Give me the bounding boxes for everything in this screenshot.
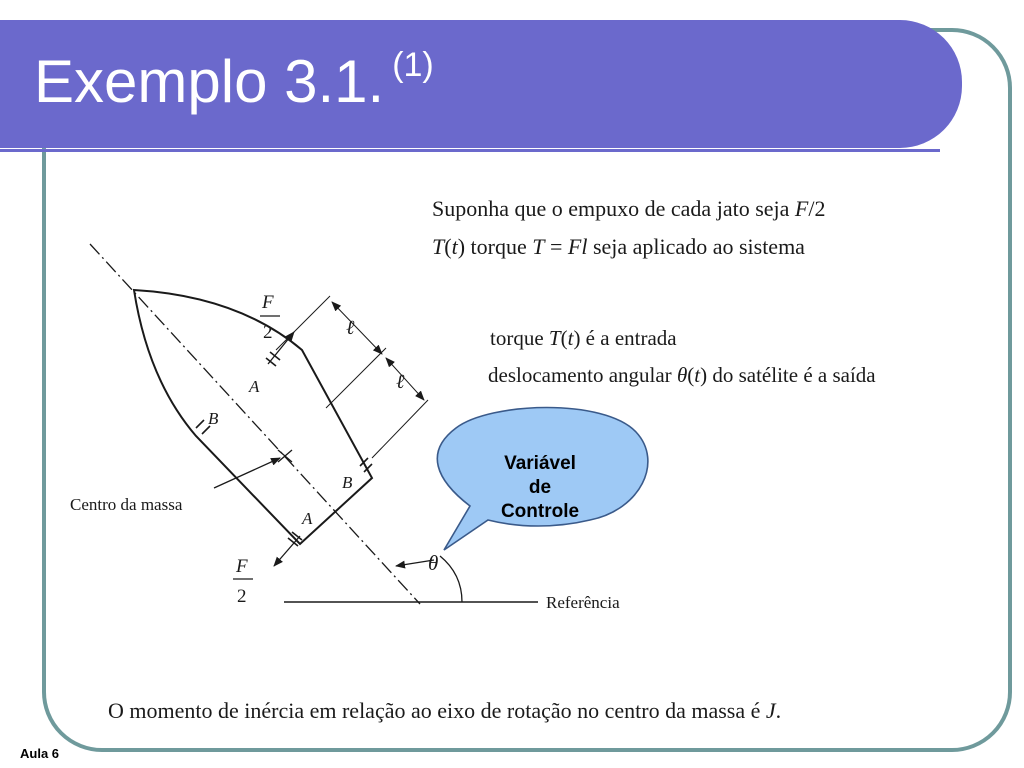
title-bar <box>0 20 962 148</box>
footer-label: Aula 6 <box>20 746 60 761</box>
dimension-l-2 <box>385 357 425 401</box>
thrust-arrow-top <box>267 331 295 365</box>
text-line-4-a: deslocamento angular <box>488 363 677 387</box>
text-line-4-d: t <box>694 363 701 387</box>
callout-bubble <box>436 406 649 551</box>
bottom-text-b: J <box>765 698 776 723</box>
text-line-4-c: ( <box>687 363 695 387</box>
slide-title-text: Exemplo 3.1. <box>34 48 385 115</box>
theta-arrow <box>395 559 435 569</box>
text-line-1-a: Suponha que o empuxo de cada jato seja <box>432 196 795 221</box>
label-2-top: 2 <box>263 322 273 343</box>
thruster-mark-a-top-2 <box>269 351 281 361</box>
text-line-2-f: = <box>544 234 568 259</box>
text-line-4: deslocamento angular θ(t) do satélite é … <box>488 363 876 388</box>
text-line-1-b: F <box>794 196 809 221</box>
label-f-bottom: F <box>235 556 248 577</box>
text-line-2-c: t <box>451 234 458 259</box>
bottom-text: O momento de inércia em relação ao eixo … <box>108 698 781 724</box>
label-2-bottom: 2 <box>237 586 247 607</box>
callout-line-2: de <box>528 477 552 498</box>
slide-title-superscript: (1) <box>392 46 434 84</box>
label-b-right: B <box>342 473 353 492</box>
text-line-4-b: θ <box>676 363 688 387</box>
text-line-3-e: ) é a entrada <box>573 326 677 350</box>
label-f-top: F <box>261 292 274 313</box>
label-centro-da-massa: Centro da massa <box>70 495 183 514</box>
text-line-3-d: t <box>567 326 574 350</box>
label-l-1: ℓ <box>346 317 355 339</box>
callout-line-3: Controle <box>500 501 580 522</box>
text-line-3-b: T <box>548 326 561 350</box>
callout-text: Variável de Controle <box>478 452 602 524</box>
thruster-mark-b-right-2 <box>363 463 373 473</box>
callout-line-1: Variável <box>504 453 576 474</box>
label-a-top: A <box>248 377 260 396</box>
thruster-mark-a-bottom-2 <box>287 537 299 547</box>
text-line-2-e: T <box>532 234 545 259</box>
satellite-body <box>132 288 374 546</box>
thrust-arrow-bottom <box>273 535 301 567</box>
text-line-4-e: ) do satélite é a saída <box>700 363 876 387</box>
center-pointer <box>213 457 281 489</box>
text-line-1: Suponha que o empuxo de cada jato seja F… <box>432 196 825 222</box>
title-underline <box>0 149 940 152</box>
label-referencia: Referência <box>546 593 620 612</box>
dimension-ext-1 <box>275 295 331 351</box>
bottom-text-c: . <box>775 698 782 723</box>
dimension-ext-2 <box>325 347 387 409</box>
text-line-2-a: T <box>432 234 445 259</box>
text-line-3-c: ( <box>560 326 568 350</box>
theta-arc <box>439 555 463 603</box>
text-line-3-a: torque <box>490 326 549 350</box>
text-line-2-b: ( <box>444 234 452 259</box>
text-line-2-h: seja aplicado ao sistema <box>587 234 805 259</box>
thruster-mark-b-left-2 <box>201 425 211 435</box>
label-theta: θ <box>428 551 438 575</box>
text-line-1-c: /2 <box>808 196 826 221</box>
thruster-mark-b-right-1 <box>359 457 369 467</box>
label-b-left: B <box>208 409 219 428</box>
thruster-mark-a-bottom-1 <box>291 531 303 541</box>
slide-title: Exemplo 3.1.(1) <box>34 46 434 116</box>
thruster-mark-a-top-1 <box>265 357 277 367</box>
label-a-bottom: A <box>301 509 313 528</box>
bottom-text-a: O momento de inércia em relação ao eixo … <box>108 698 766 723</box>
text-line-2: T(t) torque T = Fl seja aplicado ao sist… <box>432 234 805 260</box>
text-line-2-g: Fl <box>567 234 588 259</box>
label-l-2: ℓ <box>396 371 405 393</box>
text-line-3: torque T(t) é a entrada <box>490 326 677 351</box>
text-line-2-d: ) torque <box>457 234 533 259</box>
thruster-mark-b-left-1 <box>195 419 205 429</box>
dimension-l-1 <box>331 301 383 355</box>
dimension-ext-3 <box>371 399 429 459</box>
axis-line <box>89 243 421 605</box>
